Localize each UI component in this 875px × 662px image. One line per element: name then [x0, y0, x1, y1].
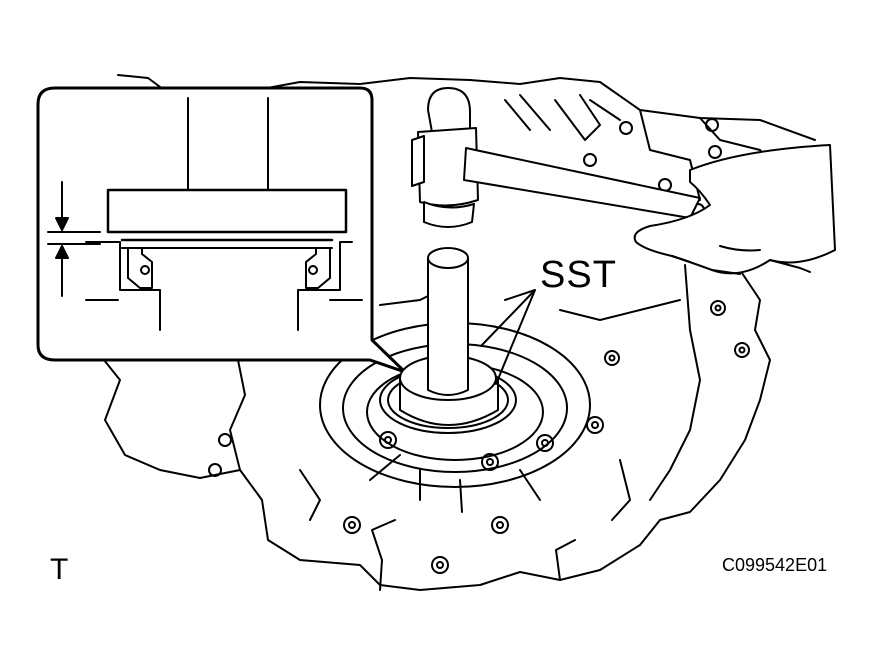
sst-leader-line — [482, 290, 535, 384]
figure-id-label: C099542E01 — [722, 555, 828, 575]
hand-icon — [635, 145, 835, 274]
seal-detail-inset — [38, 88, 405, 372]
tool-label-sst: SST — [540, 254, 617, 296]
view-code-label: T — [50, 553, 69, 586]
seal-installer-tool-icon — [380, 248, 516, 433]
hammer-icon — [412, 88, 700, 227]
dimension-arrow-icon — [48, 182, 100, 296]
